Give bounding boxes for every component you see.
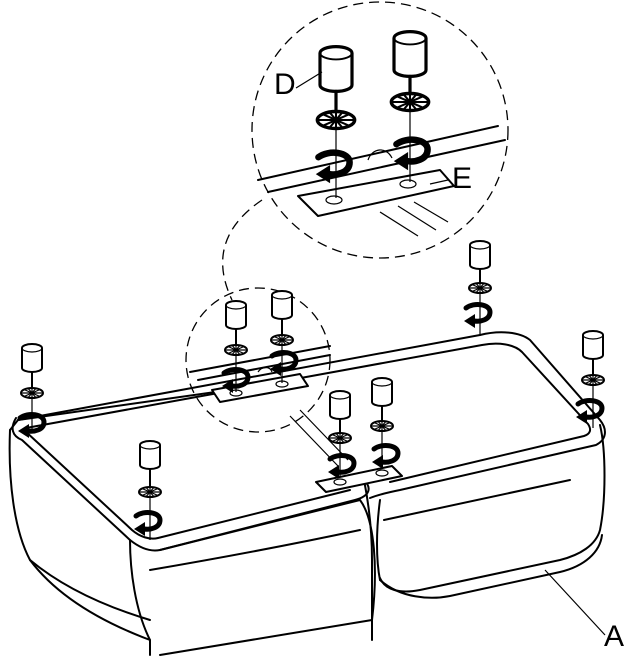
connector-plate-icon: [315, 465, 403, 493]
cap-screw-icon: [21, 343, 43, 393]
rotate-arrow-icon: [464, 305, 490, 328]
star-washer-icon: [20, 387, 44, 399]
star-washer-icon: [389, 91, 431, 113]
star-washer-icon: [370, 420, 394, 432]
cap-screw-icon: [469, 240, 491, 290]
cap-screw-icon: [139, 440, 161, 490]
star-washer-icon: [224, 344, 248, 356]
cap-screw-icon: [582, 330, 604, 380]
label-part-d: D: [274, 68, 296, 101]
star-washer-icon: [328, 432, 352, 444]
cap-screw-icon: [329, 390, 351, 440]
zoom-connector: [222, 199, 263, 301]
star-washer-icon: [138, 486, 162, 498]
star-washer-icon: [468, 282, 492, 294]
base-unit-a: [8, 331, 606, 656]
cap-screw-icon: [271, 290, 293, 340]
fasteners: [18, 240, 605, 540]
rotate-arrow-icon: [134, 513, 160, 536]
cap-screw-icon: [371, 377, 393, 427]
rotate-arrow-icon: [394, 140, 428, 171]
detail-circle-medium: [185, 287, 331, 433]
star-washer-icon: [315, 109, 357, 131]
detail-circle-large: [251, 1, 509, 259]
star-washer-icon: [581, 374, 605, 386]
rotate-arrow-icon: [372, 446, 398, 469]
label-part-a: A: [604, 620, 625, 653]
cap-screw-icon: [225, 300, 247, 350]
rotate-arrow-icon: [576, 401, 602, 424]
star-washer-icon: [270, 334, 294, 346]
label-part-e: E: [452, 162, 473, 195]
